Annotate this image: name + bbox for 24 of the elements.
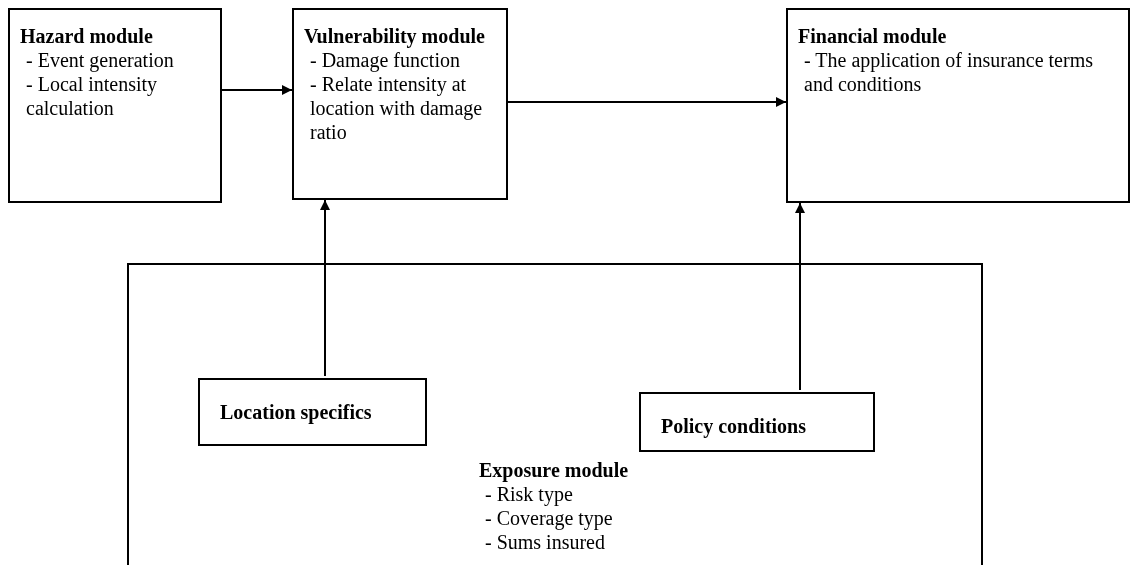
module-heading: Financial module [798, 24, 948, 48]
module-heading: Policy conditions [661, 414, 807, 438]
arrow [320, 199, 330, 377]
bullet-item: - Risk type [484, 482, 574, 506]
arrow [507, 97, 787, 107]
module-heading: Exposure module [479, 458, 629, 482]
input-box [198, 378, 427, 446]
arrow [795, 202, 805, 391]
bullet-item: - Relate intensity at location with damage ratio [309, 72, 484, 144]
bullet-item: - Local intensity calculation [25, 72, 159, 120]
module-box [127, 263, 983, 565]
module-heading: Location specifics [220, 400, 373, 424]
bullet-item: - Sums insured [484, 530, 606, 554]
bullet-item: - Damage function [309, 48, 461, 72]
module-box [292, 8, 508, 200]
module-box [786, 8, 1130, 203]
bullet-item: - Coverage type [484, 506, 614, 530]
module-heading: Vulnerability module [304, 24, 486, 48]
bullet-item: - The application of insurance terms and conditions [803, 48, 1094, 96]
module-box [8, 8, 222, 203]
input-box [639, 392, 875, 452]
module-heading: Hazard module [20, 24, 154, 48]
arrow [221, 85, 293, 95]
bullet-item: - Event generation [25, 48, 175, 72]
